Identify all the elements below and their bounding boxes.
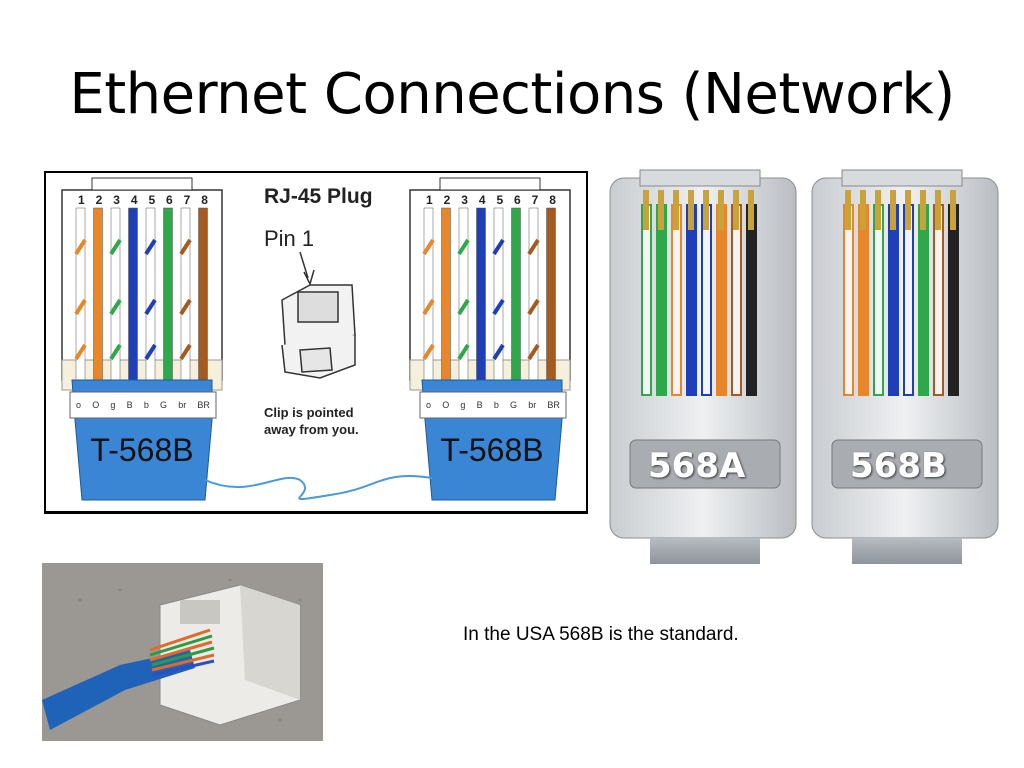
pin-number: 3 xyxy=(461,193,468,207)
plug-568a-wires xyxy=(641,190,757,396)
wire-stripe xyxy=(422,343,435,361)
color-code: BR xyxy=(547,400,560,410)
pin-number: 1 xyxy=(78,193,85,207)
color-code: br xyxy=(528,400,537,410)
right-pin-numbers: 1 2 3 4 5 6 7 8 xyxy=(426,193,556,207)
left-pin-numbers: 1 2 3 4 5 6 7 8 xyxy=(78,193,208,207)
pin-number: 3 xyxy=(113,193,120,207)
right-standard-label: T-568B xyxy=(440,432,544,468)
plug-568a-label: 568A xyxy=(648,446,746,486)
pin-number: 4 xyxy=(130,193,138,207)
wire-stripe xyxy=(144,238,157,256)
color-code: g xyxy=(110,400,116,410)
pin-number: 7 xyxy=(531,193,539,207)
wire-stripe xyxy=(179,298,192,316)
gold-contact xyxy=(950,190,956,230)
wire-stripe xyxy=(109,343,122,361)
color-code: G xyxy=(510,400,518,410)
gold-contact xyxy=(748,190,754,230)
pin-number: 5 xyxy=(148,193,156,207)
clip-note-line1: Clip is pointed xyxy=(264,405,354,420)
wire-stripe xyxy=(457,238,470,256)
color-code: B xyxy=(476,400,483,410)
wire-stripe xyxy=(109,298,122,316)
gold-contact xyxy=(890,190,896,230)
pin-number: 2 xyxy=(443,193,451,207)
color-code: o xyxy=(76,400,82,410)
wire-stripe xyxy=(74,238,87,256)
color-code: B xyxy=(126,400,133,410)
gold-contact xyxy=(875,190,881,230)
color-code: g xyxy=(460,400,466,410)
clip-note-line2: away from you. xyxy=(264,422,359,437)
wire-stripe xyxy=(422,298,435,316)
wire-stripe xyxy=(457,343,470,361)
wire-stripe xyxy=(144,343,157,361)
wire-stripe xyxy=(527,343,540,361)
wire-stripe xyxy=(457,298,470,316)
pin-number: 5 xyxy=(496,193,504,207)
gold-contact xyxy=(905,190,911,230)
left-standard-label: T-568B xyxy=(90,432,194,468)
gold-contact xyxy=(658,190,664,230)
clip-note: Clip is pointed away from you. xyxy=(264,404,384,438)
color-code: b xyxy=(143,400,149,410)
pin-number: 8 xyxy=(549,193,556,207)
gold-contact xyxy=(920,190,926,230)
rj45-heading: RJ-45 Plug xyxy=(264,185,373,208)
wire-stripe xyxy=(492,238,505,256)
wire-stripe xyxy=(492,298,505,316)
slide-title: Ethernet Connections (Network) xyxy=(69,62,955,127)
right-color-codes: o O g B b G br BR xyxy=(426,400,560,410)
pin-number: 1 xyxy=(426,193,433,207)
left-color-codes: o O g B b G br BR xyxy=(76,400,210,410)
wire-stripe xyxy=(144,298,157,316)
gold-contact xyxy=(673,190,679,230)
color-code: O xyxy=(92,400,100,410)
color-code: b xyxy=(493,400,499,410)
gold-contact xyxy=(688,190,694,230)
wire-stripe xyxy=(179,343,192,361)
pin-number: 7 xyxy=(183,193,191,207)
plug-568b-wires xyxy=(843,190,959,396)
color-code: br xyxy=(178,400,187,410)
wire-stripe xyxy=(109,238,122,256)
color-code: O xyxy=(442,400,450,410)
caption: In the USA 568B is the standard. xyxy=(463,624,739,645)
pin1-label: Pin 1 xyxy=(264,226,315,251)
pin-number: 2 xyxy=(95,193,103,207)
gold-contact xyxy=(935,190,941,230)
wire-stripe xyxy=(527,238,540,256)
connecting-cable xyxy=(204,474,433,500)
color-code: o xyxy=(426,400,432,410)
gold-contact xyxy=(718,190,724,230)
pin-number: 4 xyxy=(478,193,486,207)
gold-contact xyxy=(643,190,649,230)
pin-number: 6 xyxy=(166,193,173,207)
wire-stripe xyxy=(74,343,87,361)
plug-568b-label: 568B xyxy=(850,446,947,486)
wire-stripe xyxy=(74,298,87,316)
wire-stripe xyxy=(527,298,540,316)
gold-contact xyxy=(845,190,851,230)
wire-stripe xyxy=(492,343,505,361)
color-code: G xyxy=(160,400,168,410)
gold-contact xyxy=(860,190,866,230)
gold-contact xyxy=(703,190,709,230)
rj45-plug-sketch xyxy=(281,251,356,379)
wire-stripe xyxy=(179,238,192,256)
right-connector xyxy=(409,177,571,391)
pin-number: 8 xyxy=(201,193,208,207)
pin-number: 6 xyxy=(514,193,521,207)
wire-stripe xyxy=(422,238,435,256)
gold-contact xyxy=(733,190,739,230)
color-code: BR xyxy=(197,400,210,410)
